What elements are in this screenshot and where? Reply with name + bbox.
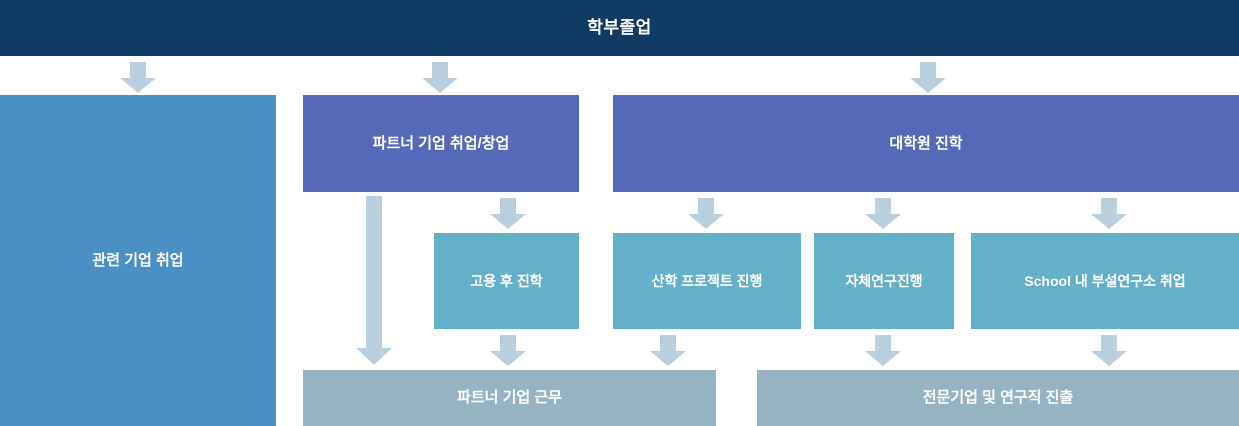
arrow-down-to-related-company [118, 62, 158, 94]
node-partner-company[interactable]: 파트너 기업 취업/창업 [303, 95, 579, 192]
arrow-down-to-own-research [863, 198, 903, 230]
flowchart-title-label: 학부졸업 [587, 17, 652, 37]
arrow-down-research-to-specialist [863, 335, 903, 367]
node-partner-company-label: 파트너 기업 취업/창업 [372, 134, 510, 152]
node-grad-school-label: 대학원 진학 [889, 134, 963, 152]
arrow-down-to-employ-then-study [488, 198, 528, 230]
arrow-down-to-partner-company [420, 62, 460, 94]
arrow-long-partner-to-work [354, 196, 394, 366]
node-own-research[interactable]: 자체연구진행 [814, 233, 954, 329]
arrow-down-to-school-lab-job [1089, 198, 1129, 230]
node-related-company[interactable]: 관련 기업 취업 [0, 95, 276, 426]
arrow-down-employ-to-partner-work [488, 335, 528, 367]
node-school-lab-job[interactable]: School 내 부설연구소 취업 [971, 233, 1239, 329]
node-partner-work[interactable]: 파트너 기업 근무 [303, 370, 716, 426]
node-employ-then-study[interactable]: 고용 후 진학 [434, 233, 579, 329]
flowchart-title: 학부졸업 [0, 0, 1239, 56]
node-school-lab-job-label: School 내 부설연구소 취업 [1024, 272, 1186, 289]
node-industry-project[interactable]: 산학 프로젝트 진행 [613, 233, 801, 329]
node-industry-project-label: 산학 프로젝트 진행 [651, 272, 763, 289]
node-own-research-label: 자체연구진행 [845, 272, 923, 289]
node-employ-then-study-label: 고용 후 진학 [470, 272, 543, 289]
node-related-company-label: 관련 기업 취업 [92, 251, 184, 269]
node-specialist-career[interactable]: 전문기업 및 연구직 진출 [757, 370, 1239, 426]
node-specialist-career-label: 전문기업 및 연구직 진출 [922, 389, 1074, 407]
node-partner-work-label: 파트너 기업 근무 [457, 389, 562, 407]
arrow-down-to-industry-project [686, 198, 726, 230]
arrow-down-lab-to-specialist [1089, 335, 1129, 367]
arrow-down-to-grad-school [908, 62, 948, 94]
arrow-down-industry-to-specialist [648, 335, 688, 367]
node-grad-school[interactable]: 대학원 진학 [613, 95, 1239, 192]
